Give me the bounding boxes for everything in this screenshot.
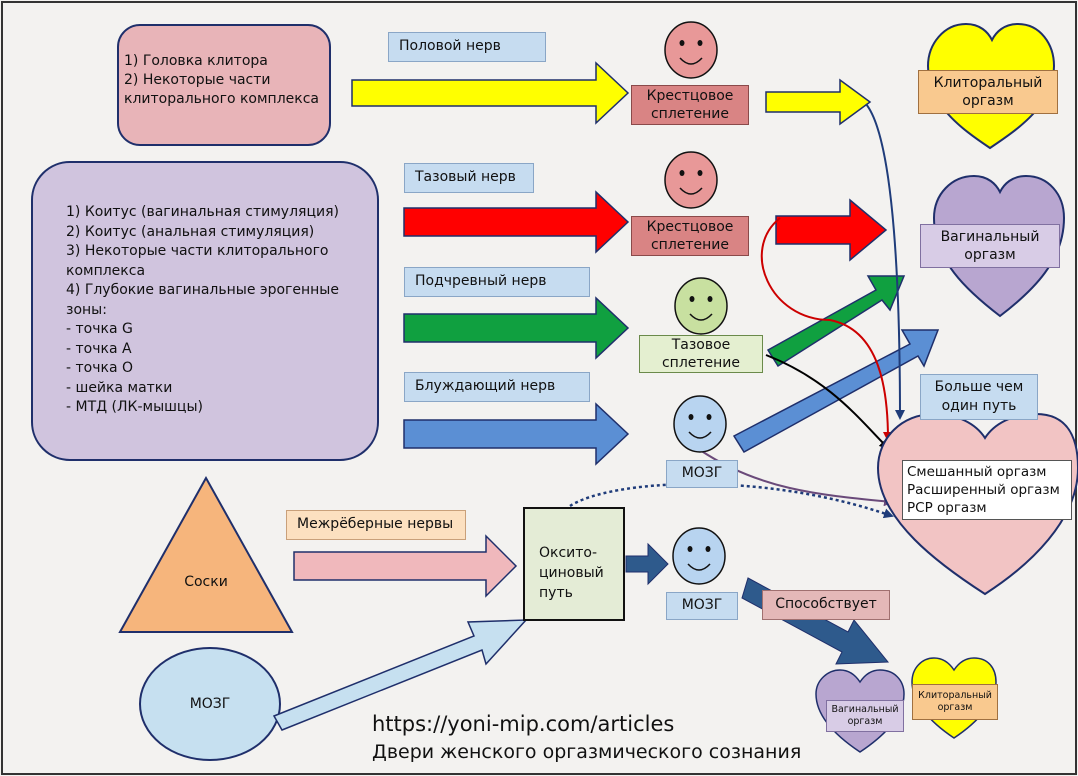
sacral-plexus-1-line: сплетение (650, 106, 730, 122)
oxytocin-line: путь (539, 585, 573, 601)
pudendal-arrow (351, 61, 630, 125)
oxytocin-line: Оксито- (539, 545, 598, 561)
mixed-orgasm-line: PCP оргазм (907, 500, 987, 516)
sacral-to-clitoral-arrow (765, 78, 872, 126)
vaginal-orgasm-label: Вагинальный оргазм (920, 224, 1060, 268)
more-than-one-path-label: Больше чем один путь (920, 374, 1038, 420)
vaginal-source-line: 2) Коитус (анальная стимуляция) (66, 223, 315, 240)
vaginal-source-line: - МТД (ЛК-мышцы) (66, 399, 203, 415)
small-vaginal-line: оргазм (847, 716, 883, 727)
face-brain-1 (673, 395, 727, 453)
sacral-plexus-2: Крестцовое сплетение (631, 216, 749, 256)
vaginal-source-line: комплекса (66, 262, 146, 279)
hypogastric-arrow (403, 296, 630, 360)
brain-box-2: МОЗГ (666, 592, 738, 620)
brain-circle (139, 647, 281, 761)
small-vaginal-label: Вагинальный оргазм (826, 700, 904, 732)
nipples-triangle (118, 475, 294, 633)
pelvic-plexus: Тазовое сплетение (639, 335, 763, 373)
brain-to-oxytocin-arrow (272, 619, 528, 731)
oxytocin-pathway-box: Оксито- циновый путь (523, 507, 625, 621)
sacral-to-mixed-line (760, 217, 893, 442)
sacral-plexus-2-line: Крестцовое (646, 219, 734, 235)
vaginal-source-box (31, 161, 379, 461)
vagus-arrow (403, 402, 630, 466)
vaginal-source-line: - точка O (66, 360, 133, 376)
face-sacral-2 (664, 151, 718, 209)
vaginal-source-line: - шейка матки (66, 379, 173, 396)
face-sacral-1 (664, 21, 718, 79)
vagus-nerve-label: Блуждающий нерв (404, 372, 590, 402)
clitoral-source-line: клиторального комплекса (124, 91, 320, 107)
clitoral-source-box (117, 24, 331, 146)
small-clitoral-line: Клиторальный (918, 690, 992, 701)
small-clitoral-label: Клиторальный оргазм (912, 684, 998, 720)
face-brain-2 (672, 527, 726, 585)
clitoral-orgasm-line: оргазм (962, 93, 1014, 109)
clitoral-orgasm-line: Клиторальный (933, 75, 1043, 91)
vaginal-source-line: - точка A (66, 340, 132, 357)
pelvic-nerve-label: Тазовый нерв (404, 163, 534, 193)
vaginal-source-text: 1) Коитус (вагинальная стимуляция) 2) Ко… (66, 203, 366, 418)
pelvic-arrow (403, 190, 630, 254)
clitoral-source-line: 1) Головка клитора (124, 53, 268, 69)
brain-box-1: МОЗГ (666, 460, 738, 488)
small-clitoral-line: оргазм (937, 702, 973, 713)
intercostal-arrow (293, 534, 518, 598)
clitoral-to-mixed-line (865, 103, 905, 420)
sacral-plexus-2-line: сплетение (650, 237, 730, 253)
more-than-one-line: Больше чем (934, 379, 1024, 395)
brain-circle-label: МОЗГ (189, 696, 231, 713)
promotes-label: Способствует (762, 590, 890, 620)
vaginal-source-line: 3) Некоторые части клиторального (66, 243, 329, 259)
clitoral-source-line: 2) Некоторые части (124, 72, 271, 88)
hypogastric-nerve-label: Подчревный нерв (404, 267, 590, 297)
clitoral-source-text: 1) Головка клитора 2) Некоторые части кл… (120, 52, 330, 109)
pudendal-nerve-label: Половой нерв (388, 32, 546, 62)
footer-url: https://yoni-mip.com/articles (372, 712, 675, 736)
vaginal-source-line: - точка G (66, 321, 133, 337)
nipples-label: Соски (184, 574, 228, 591)
pelvic-plexus-line: сплетение (661, 355, 741, 371)
vaginal-source-line: 4) Глубокие вагинальные эрогенные (66, 282, 339, 298)
vaginal-orgasm-line: Вагинальный (940, 229, 1040, 245)
oxytocin-to-brain-arrow (625, 542, 669, 586)
clitoral-orgasm-label: Клиторальный оргазм (918, 70, 1058, 114)
pelvic-plexus-line: Тазовое (671, 337, 731, 353)
face-pelvic (674, 277, 728, 335)
more-than-one-line: один путь (941, 398, 1017, 414)
mixed-orgasm-label: Смешанный оргазм Расширенный оргазм PCP … (902, 460, 1072, 520)
sacral-plexus-1: Крестцовое сплетение (631, 85, 749, 125)
mixed-orgasm-line: Расширенный оргазм (907, 482, 1060, 498)
small-vaginal-line: Вагинальный (831, 704, 899, 715)
vaginal-source-line: 1) Коитус (вагинальная стимуляция) (66, 204, 339, 220)
mixed-orgasm-line: Смешанный оргазм (907, 464, 1047, 480)
oxytocin-line: циновый (539, 565, 604, 581)
footer-subtitle: Двери женского оргазмического сознания (372, 741, 802, 763)
vaginal-orgasm-line: оргазм (964, 247, 1016, 263)
sacral-to-vaginal-arrow (775, 198, 888, 262)
vaginal-source-line: зоны: (66, 301, 107, 318)
vagus-to-vaginal-arrow (732, 329, 940, 453)
sacral-plexus-1-line: Крестцовое (646, 88, 734, 104)
pelvic-to-mixed-line (765, 354, 890, 450)
intercostal-nerve-label: Межрёберные нервы (286, 510, 466, 540)
